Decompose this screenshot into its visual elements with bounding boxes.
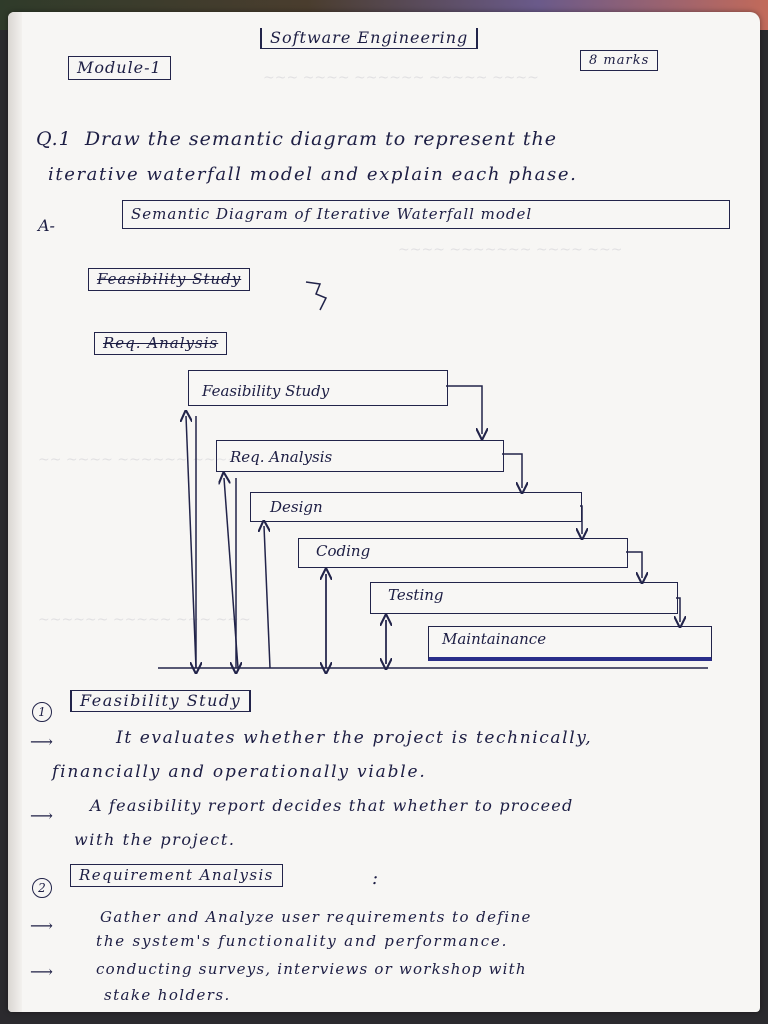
phase-label-feasibility: Feasibility Study xyxy=(202,382,330,400)
phase-label-req-analysis: Req. Analysis xyxy=(230,448,333,466)
section-1-point-2-line-2: with the project. xyxy=(74,830,236,849)
phase-bar-coding xyxy=(298,538,628,568)
marks-badge: 8 marks xyxy=(580,50,659,71)
subject-title: Software Engineering xyxy=(260,28,479,49)
diagram-title: Semantic Diagram of Iterative Waterfall … xyxy=(122,200,730,229)
bleed-through: ~~~~~~ ~~~~~ ~~~ ~~~ xyxy=(38,612,251,628)
section-1-point-2-line-1: A feasibility report decides that whethe… xyxy=(90,796,574,815)
section-1-point-1-line-1: It evaluates whether the project is tech… xyxy=(116,728,593,748)
phase-bar-testing xyxy=(370,582,678,614)
arrow-to-coding xyxy=(580,505,582,534)
section-heading-feasibility: Feasibility Study xyxy=(70,690,252,712)
section-1-point-1-line-2: financially and operationally viable. xyxy=(52,762,427,782)
page-margin xyxy=(8,12,22,1012)
bullet-arrow: ⟶ xyxy=(30,732,53,751)
section-2-point-2-line-1: conducting surveys, interviews or worksh… xyxy=(96,960,527,978)
bullet-arrow: ⟶ xyxy=(30,916,53,935)
struck-item-feasibility: Feasibility Study xyxy=(88,268,251,291)
question-line-1: Draw the semantic diagram to represent t… xyxy=(84,128,558,150)
waterfall-arrows xyxy=(158,281,708,1012)
notebook-page: ~~~ ~~~~ ~~~~~~ ~~~~~ ~~~~ ~~~~ ~~~~~~~ … xyxy=(8,12,760,1012)
arrow-to-req xyxy=(446,385,482,434)
bleed-through: ~~ ~~~~ ~~~~~~ ~~~~ xyxy=(38,452,240,468)
phase-label-maintainance: Maintainance xyxy=(442,630,547,648)
phase-label-design: Design xyxy=(270,498,323,516)
struck-item-req-analysis: Req. Analysis xyxy=(94,332,228,355)
feedback-arrow-design xyxy=(264,526,271,669)
bleed-through: ~~~ ~~~~ ~~~~~~ ~~~~~ ~~~~ xyxy=(263,70,539,86)
question: Q.1 Draw the semantic diagram to represe… xyxy=(36,130,557,149)
section-number-2: 2 xyxy=(32,878,52,898)
section-number-1: 1 xyxy=(32,702,52,722)
phase-bar-feasibility xyxy=(188,370,448,406)
phase-label-testing: Testing xyxy=(388,586,444,604)
section-2-point-1-line-2: the system's functionality and performan… xyxy=(96,932,509,950)
phase-bar-maintainance xyxy=(428,626,712,661)
arrow-to-maintainance xyxy=(676,597,680,622)
bleed-through: ~~~~ ~~~~~~~ ~~~~ ~~~ xyxy=(398,242,623,258)
bullet-arrow: ⟶ xyxy=(30,962,53,981)
arrow-to-design xyxy=(502,453,522,488)
question-line-2: iterative waterfall model and explain ea… xyxy=(48,164,578,185)
section-heading-colon: : xyxy=(372,868,379,889)
arrow-to-testing xyxy=(626,551,642,578)
feedback-arrow-feasibility xyxy=(186,416,197,669)
scribble xyxy=(305,281,328,311)
question-number: Q.1 xyxy=(36,128,72,150)
bullet-arrow: ⟶ xyxy=(30,806,53,825)
section-2-point-2-line-2: stake holders. xyxy=(104,986,231,1004)
phase-label-coding: Coding xyxy=(316,542,371,560)
module-label: Module-1 xyxy=(68,56,171,80)
section-2-point-1-line-1: Gather and Analyze user requirements to … xyxy=(100,908,532,926)
answer-marker: A- xyxy=(38,216,55,235)
phase-bar-design xyxy=(250,492,582,522)
section-heading-requirement: Requirement Analysis xyxy=(70,864,283,887)
phase-bar-req-analysis xyxy=(216,440,504,472)
